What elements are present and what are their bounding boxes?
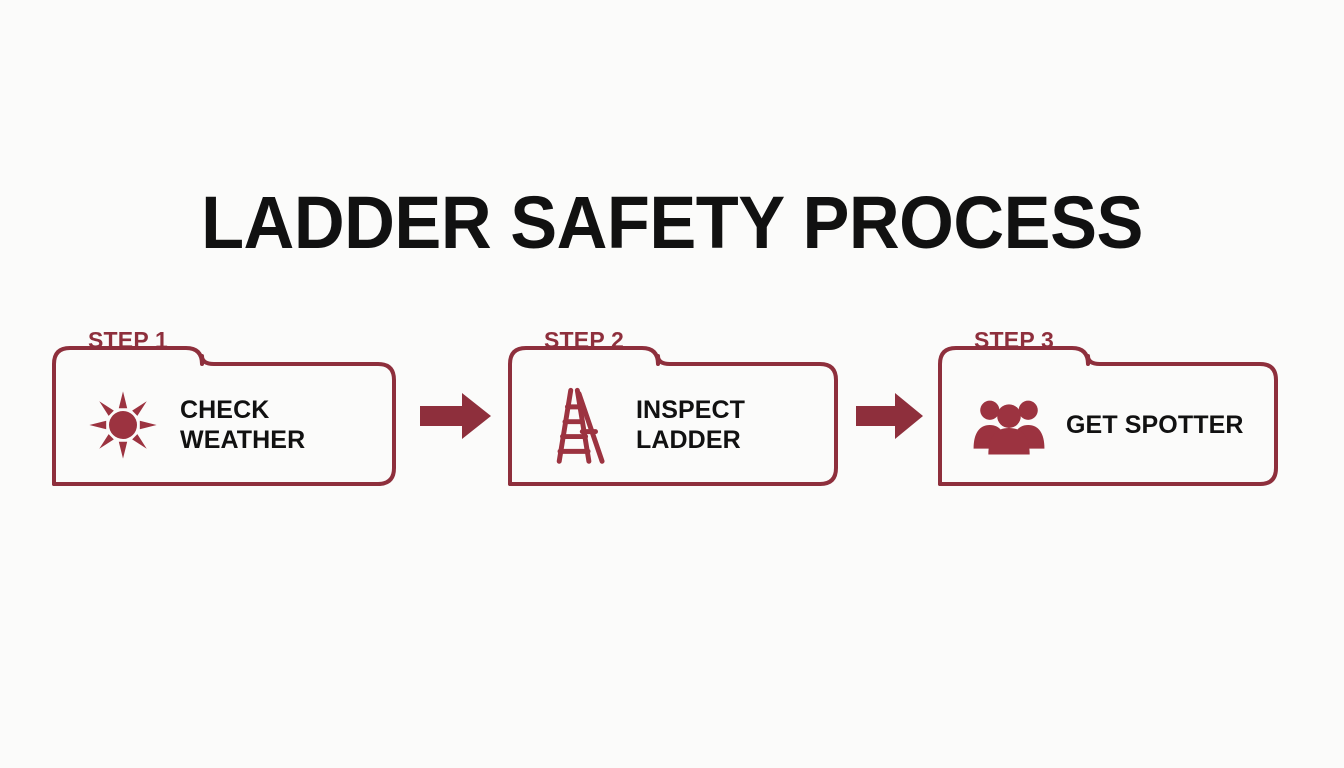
page-title: LADDER SAFETY PROCESS	[201, 181, 1143, 264]
step-card-1-title: CHECK WEATHER	[180, 395, 306, 455]
step-card-3-body: GET SPOTTER	[938, 364, 1278, 486]
step-ladder-icon	[542, 387, 616, 464]
step-card-1-body: CHECK WEATHER	[52, 364, 396, 486]
step-card-1-outline	[52, 346, 396, 486]
step-card-2-outline	[508, 346, 838, 486]
step-card-3-title: GET SPOTTER	[1066, 410, 1244, 439]
step-card-2-title: INSPECT LADDER	[636, 395, 746, 455]
step-card-1[interactable]: STEP 1 CHECK WEATHE	[52, 318, 396, 486]
arrow-step1-to-step2	[420, 391, 492, 446]
step-card-2-step-label: STEP 2	[544, 327, 625, 353]
step-card-2-body: INSPECT LADDER	[508, 364, 838, 486]
sun-icon	[86, 388, 160, 462]
step-card-2[interactable]: STEP 2	[508, 318, 838, 486]
step-card-1-step-label: STEP 1	[88, 327, 169, 353]
arrow-step2-to-step3	[856, 391, 924, 446]
step-card-3[interactable]: STEP 3 GET SPOTTE	[938, 318, 1278, 486]
step-card-3-outline	[938, 346, 1278, 486]
step-card-3-step-label: STEP 3	[974, 327, 1055, 353]
people-group-icon	[972, 388, 1046, 462]
